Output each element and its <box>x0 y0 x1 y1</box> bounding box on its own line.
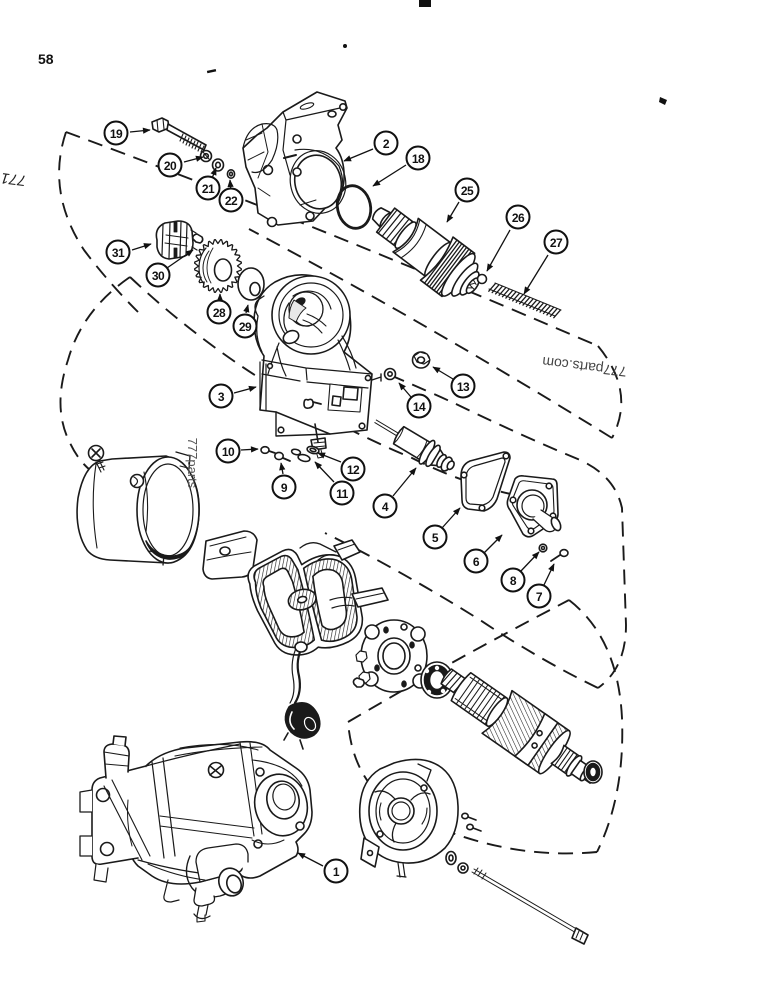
svg-text:29: 29 <box>239 320 252 334</box>
svg-text:8: 8 <box>510 574 517 588</box>
svg-text:777parts.com: 777parts.com <box>541 354 627 380</box>
svg-text:1: 1 <box>333 865 340 879</box>
svg-text:5: 5 <box>432 531 439 545</box>
svg-text:777parts: 777parts <box>185 438 200 489</box>
svg-text:20: 20 <box>164 159 177 173</box>
svg-text:31: 31 <box>112 246 125 260</box>
svg-text:58: 58 <box>38 51 54 67</box>
svg-text:18: 18 <box>412 152 425 166</box>
svg-text:6: 6 <box>473 555 480 569</box>
svg-text:22: 22 <box>225 194 238 208</box>
svg-text:2: 2 <box>383 137 390 151</box>
svg-text:9: 9 <box>281 481 288 495</box>
svg-text:25: 25 <box>461 184 474 198</box>
svg-text:11: 11 <box>336 487 349 501</box>
svg-text:27: 27 <box>550 236 563 250</box>
svg-text:26: 26 <box>512 211 525 225</box>
svg-text:28: 28 <box>213 306 226 320</box>
svg-text:7717: 7717 <box>0 168 27 189</box>
svg-text:30: 30 <box>152 269 165 283</box>
svg-text:21: 21 <box>202 182 215 196</box>
svg-text:12: 12 <box>347 463 360 477</box>
svg-text:7: 7 <box>536 590 543 604</box>
svg-text:3: 3 <box>218 390 225 404</box>
svg-text:10: 10 <box>222 445 235 459</box>
svg-text:4: 4 <box>382 500 389 514</box>
svg-text:19: 19 <box>110 127 123 141</box>
svg-text:13: 13 <box>457 380 470 394</box>
svg-text:14: 14 <box>413 400 426 414</box>
